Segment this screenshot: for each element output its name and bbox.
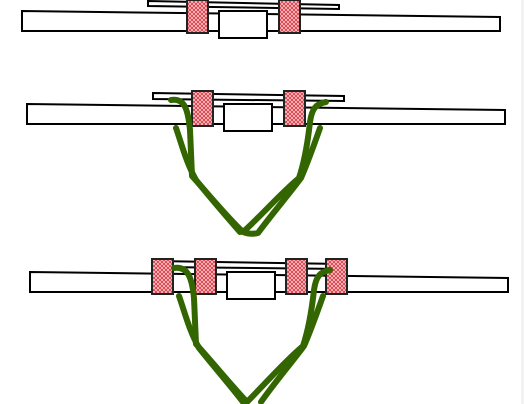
panel-3 [29, 258, 509, 404]
center-block [226, 271, 276, 300]
clamp [285, 258, 308, 295]
loop [168, 96, 329, 237]
clamp [191, 90, 214, 127]
panel-1 [21, 0, 501, 39]
center-block [218, 10, 268, 39]
clamp [194, 258, 217, 295]
clamp [325, 258, 348, 295]
right-edge-line [521, 0, 524, 404]
clamp [151, 258, 174, 295]
loop [171, 264, 333, 404]
clamp [283, 90, 306, 127]
center-block [223, 103, 273, 132]
upper-strip [147, 0, 340, 11]
panel-2 [26, 90, 506, 237]
clamp [278, 0, 301, 34]
clamp [186, 0, 209, 34]
